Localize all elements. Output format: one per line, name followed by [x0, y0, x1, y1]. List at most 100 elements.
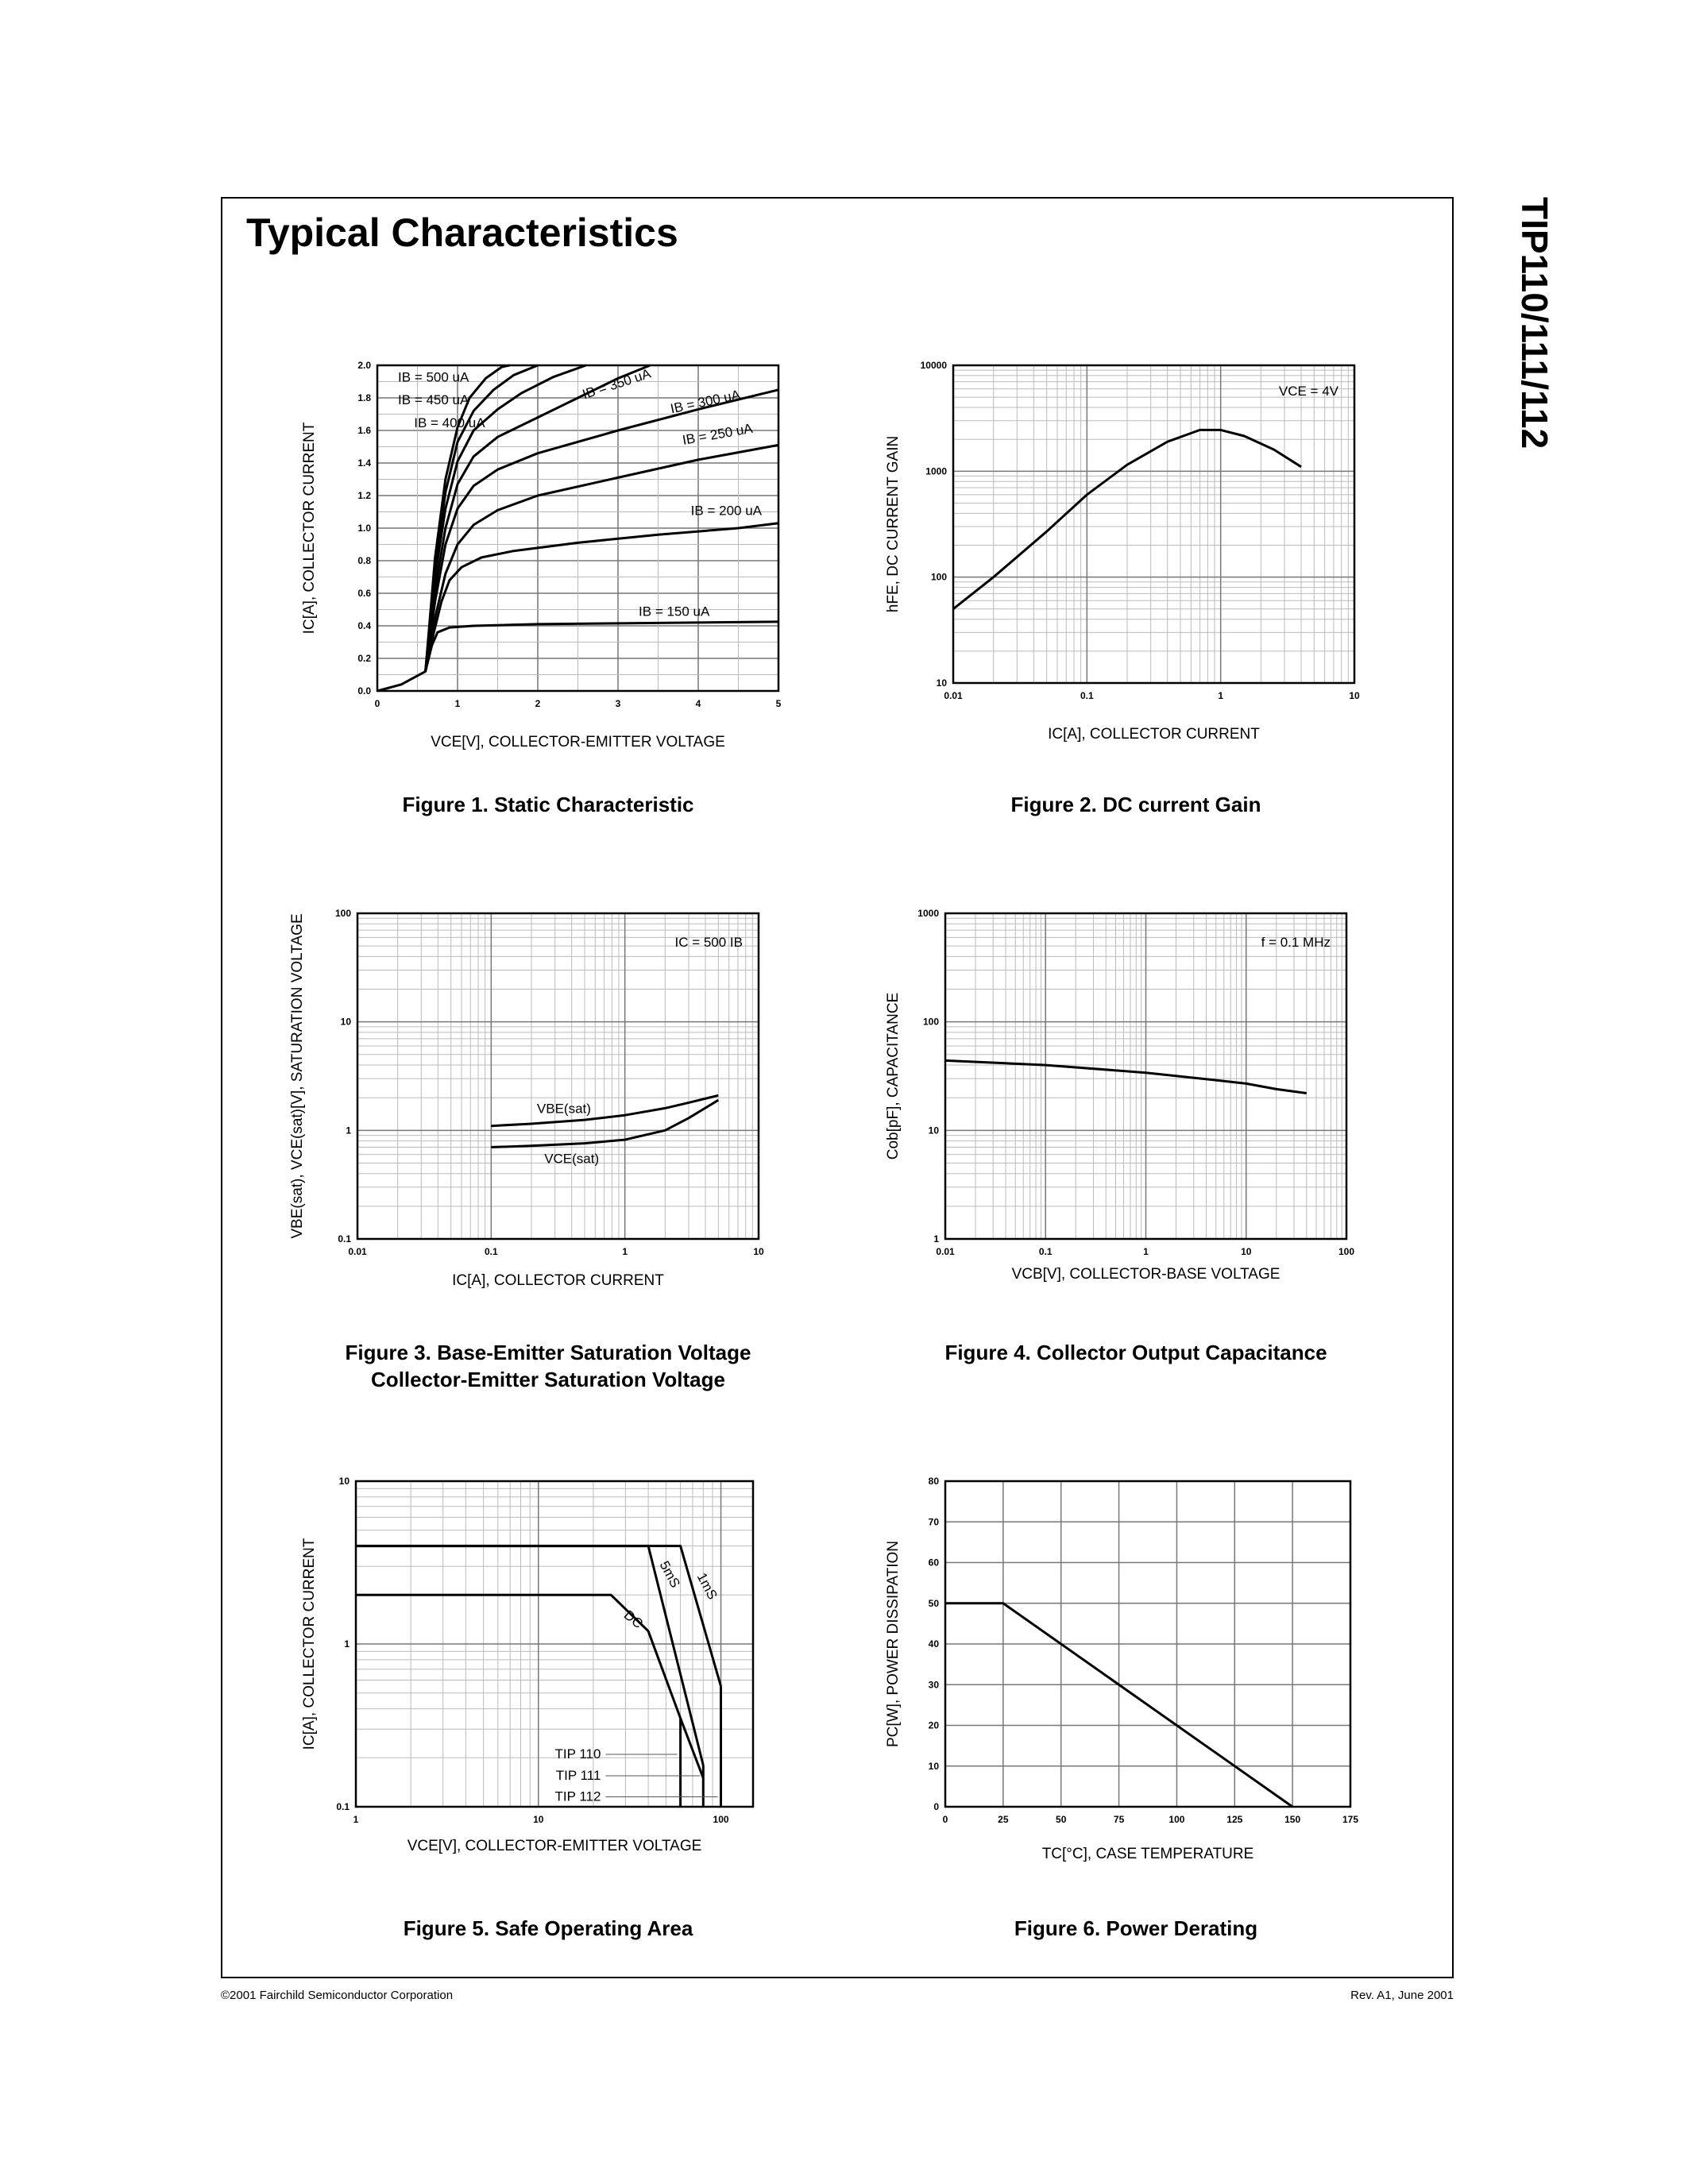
y-tick-label: 10000	[921, 360, 948, 371]
y-axis-label: IC[A], COLLECTOR CURRENT	[301, 422, 318, 634]
footer-copyright: ©2001 Fairchild Semiconductor Corporatio…	[221, 1989, 454, 2002]
y-axis-label: IC[A], COLLECTOR CURRENT	[301, 1538, 318, 1750]
figure-1-caption: Figure 1. Static Characteristic	[402, 793, 694, 816]
series-line-ib-150-ua	[377, 620, 779, 693]
figure-3-caption-line1: Figure 3. Base-Emitter Saturation Voltag…	[345, 1341, 751, 1364]
x-axis-label: IC[A], COLLECTOR CURRENT	[452, 1272, 664, 1289]
y-tick-label: 10	[341, 1017, 352, 1028]
y-tick-label: 0.1	[336, 1801, 350, 1812]
series-line-1ms	[356, 1545, 722, 1687]
y-tick-label: 100	[335, 908, 351, 919]
y-tick-label: 0.4	[357, 620, 371, 631]
x-tick-label: 10	[753, 1246, 764, 1257]
plot-frame	[944, 912, 1348, 1241]
x-tick-label: 0.1	[485, 1246, 498, 1257]
y-tick-label: 100	[923, 1017, 939, 1028]
y-tick-label: 80	[929, 1476, 940, 1487]
y-axis-label: PC[W], POWER DISSIPATION	[885, 1541, 902, 1747]
condition-label: f = 0.1 MHz	[1261, 935, 1331, 950]
y-axis-label: hFE, DC CURRENT GAIN	[885, 436, 902, 612]
series-line-ib-200-ua	[424, 522, 779, 672]
x-tick-label: 5	[776, 698, 782, 709]
x-tick-label: 4	[696, 698, 701, 709]
series-line-5ms	[356, 1545, 705, 1766]
series-label-tip-111: TIP 111	[556, 1768, 601, 1783]
y-tick-label: 1.4	[357, 457, 371, 469]
side-title: TIP110/111/112	[1514, 197, 1555, 450]
x-axis-label: VCB[V], COLLECTOR-BASE VOLTAGE	[1012, 1266, 1280, 1283]
series-label-ib-200-ua: IB = 200 uA	[691, 504, 763, 519]
y-axis-label: Cob[pF], CAPACITANCE	[885, 993, 902, 1160]
x-tick-label: 100	[713, 1814, 729, 1825]
y-tick-label: 1.6	[357, 425, 371, 436]
x-tick-label: 1	[1143, 1246, 1149, 1257]
series-label-ib-500-ua: IB = 500 uA	[398, 370, 469, 385]
y-tick-label: 60	[929, 1557, 940, 1569]
series-line-ib-300-ua	[424, 388, 779, 672]
y-axis-label: VBE(sat), VCE(sat)[V], SATURATION VOLTAG…	[289, 913, 306, 1238]
x-tick-label: 10	[1349, 690, 1360, 701]
x-tick-label: 1	[455, 698, 461, 709]
series-line-vce-sat	[491, 1098, 720, 1148]
figure-2-caption: Figure 2. DC current Gain	[1010, 793, 1261, 816]
series-line-ib-250-ua	[424, 443, 779, 672]
x-tick-label: 100	[1168, 1814, 1184, 1825]
series-line-ib-450-ua	[424, 364, 539, 672]
y-tick-label: 40	[929, 1638, 940, 1650]
y-tick-label: 0.2	[357, 653, 371, 664]
x-tick-label: 25	[998, 1814, 1009, 1825]
y-tick-label: 0	[933, 1801, 939, 1812]
y-tick-label: 1	[933, 1233, 939, 1244]
x-tick-label: 0	[375, 698, 380, 709]
x-tick-label: 100	[1338, 1246, 1354, 1257]
x-axis-label: VCE[V], COLLECTOR-EMITTER VOLTAGE	[431, 734, 725, 751]
y-tick-label: 10	[929, 1761, 940, 1772]
y-tick-label: 0.1	[338, 1233, 351, 1244]
plot-frame	[354, 1480, 755, 1808]
y-tick-label: 1	[346, 1125, 351, 1136]
series-label-dc: DC	[621, 1607, 646, 1631]
x-tick-label: 0.1	[1039, 1246, 1053, 1257]
series-line-dc	[356, 1593, 705, 1779]
y-tick-label: 30	[929, 1679, 940, 1690]
y-tick-label: 1000	[917, 908, 939, 919]
series-label-vbe-sat: VBE(sat)	[537, 1101, 591, 1116]
y-tick-label: 1.8	[357, 392, 371, 403]
series-line-ib-350-ua	[424, 364, 651, 672]
plot-frame	[356, 912, 760, 1241]
page-title: Typical Characteristics	[246, 210, 678, 255]
x-axis-label: VCE[V], COLLECTOR-EMITTER VOLTAGE	[408, 1838, 702, 1854]
y-tick-label: 10	[929, 1125, 940, 1136]
series-label-tip-110: TIP 110	[554, 1746, 601, 1761]
series-line-pc	[945, 1602, 1293, 1808]
x-tick-label: 150	[1284, 1814, 1300, 1825]
series-label-ib-150-ua: IB = 150 uA	[639, 604, 710, 619]
x-tick-label: 1	[622, 1246, 628, 1257]
figure-5-caption: Figure 5. Safe Operating Area	[403, 1916, 693, 1940]
page-frame	[221, 197, 1454, 1978]
series-label-5ms: 5mS	[657, 1558, 683, 1590]
y-tick-label: 1000	[925, 465, 947, 477]
x-tick-label: 50	[1056, 1814, 1067, 1825]
x-tick-label: 1	[353, 1814, 359, 1825]
plot-frame	[944, 1480, 1352, 1808]
x-tick-label: 0.01	[348, 1246, 367, 1257]
series-line-ib-400-ua	[424, 364, 587, 672]
series-line-ib-500-ua	[424, 364, 510, 672]
x-tick-label: 0	[943, 1814, 948, 1825]
x-tick-label: 0.1	[1080, 690, 1094, 701]
series-line-vbe-sat	[491, 1094, 719, 1128]
y-tick-label: 0.8	[357, 555, 371, 566]
footer-revision: Rev. A1, June 2001	[1350, 1989, 1454, 2002]
x-tick-label: 0.01	[944, 690, 963, 701]
y-tick-label: 1.2	[357, 490, 371, 501]
x-tick-label: 0.01	[936, 1246, 955, 1257]
x-axis-label: TC[°C], CASE TEMPERATURE	[1042, 1846, 1254, 1862]
y-tick-label: 100	[931, 572, 947, 583]
x-tick-label: 75	[1114, 1814, 1125, 1825]
series-label-1ms: 1mS	[694, 1570, 720, 1602]
y-tick-label: 0.6	[357, 588, 371, 599]
